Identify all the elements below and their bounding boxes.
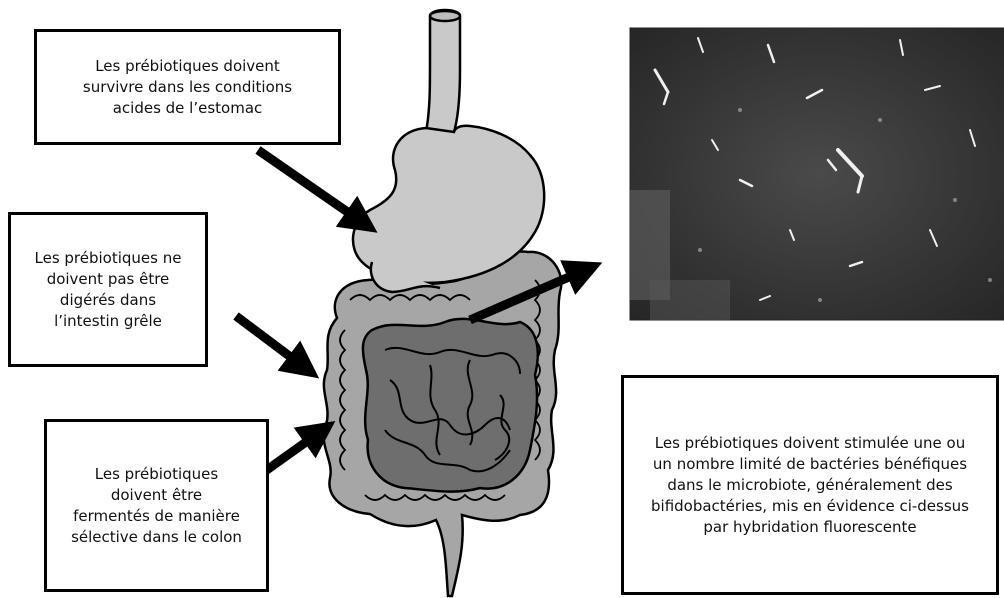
callout-stomach: Les prébiotiques doivent survivre dans l…	[34, 29, 341, 145]
callout-stomach-text: Les prébiotiques doivent survivre dans l…	[83, 56, 292, 119]
callout-colon: Les prébiotiques doivent être fermentés …	[44, 419, 269, 592]
fluorescence-micrograph	[630, 28, 1004, 320]
esophagus	[426, 10, 460, 132]
arrow-to-stomach	[258, 150, 362, 222]
callout-colon-text: Les prébiotiques doivent être fermentés …	[71, 464, 242, 548]
callout-small-intestine-text: Les prébiotiques ne doivent pas être dig…	[35, 248, 182, 332]
arrow-to-small-intestine	[236, 316, 304, 367]
callout-small-intestine: Les prébiotiques ne doivent pas être dig…	[8, 212, 208, 367]
callout-microbiota-text: Les prébiotiques doivent stimulée une ou…	[651, 433, 969, 538]
callout-microbiota: Les prébiotiques doivent stimulée une ou…	[621, 375, 999, 595]
